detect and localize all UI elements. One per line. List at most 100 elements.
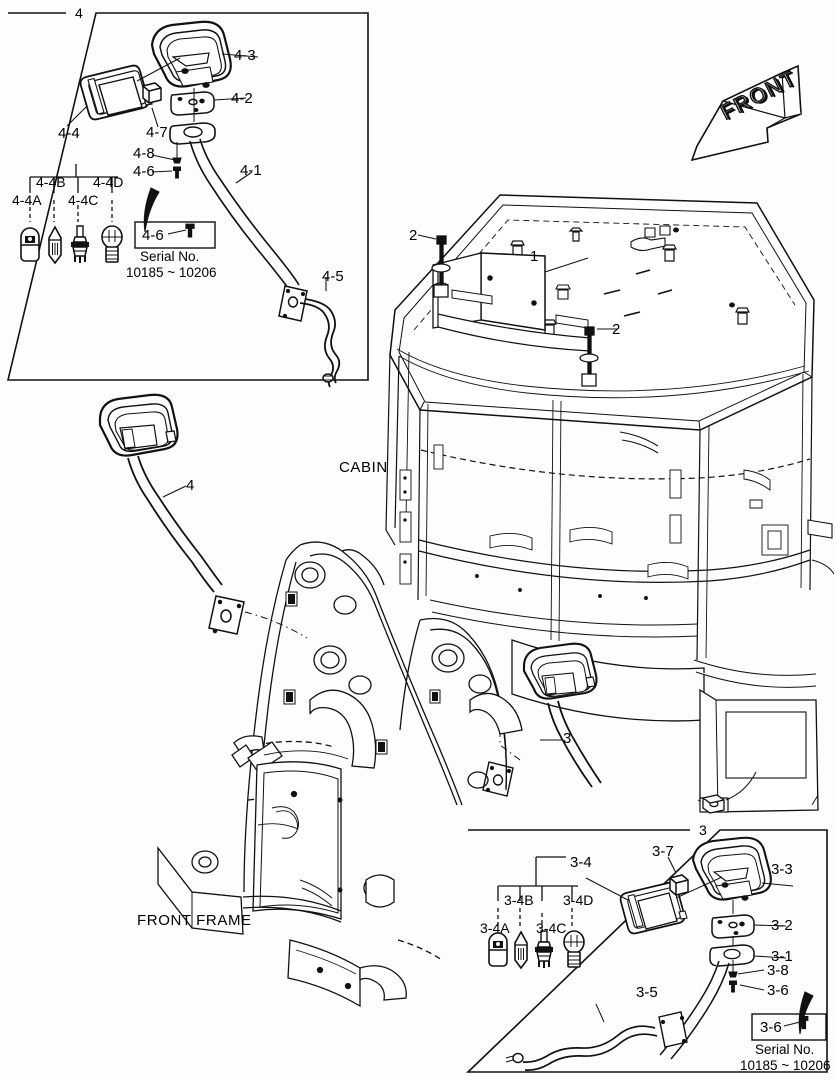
serial-title-4: Serial No. [140,249,200,264]
lamp-body-4-4 [79,64,153,121]
callout-3-5: 3-5 [636,984,658,1001]
gasket-plate-4-2 [170,91,215,116]
roof-bolt-2-top [431,235,451,298]
callout-3-6: 3-6 [767,982,789,999]
bulb-icon-3-4C [534,930,554,969]
mirror-head-4-3 [150,20,232,88]
mirror-assembly-4 [98,393,223,593]
front-frame [157,541,463,1008]
serial-box-3 [751,1013,827,1041]
harness-3-5 [505,1025,658,1071]
callout-4-3: 4-3 [234,47,256,64]
serial-title-3: Serial No. [755,1042,815,1057]
leader-3-2 [753,924,787,927]
serial-bolt-icon-4 [185,223,195,238]
callout-4-2: 4-2 [231,90,253,107]
mirror-head-3-3 [691,836,772,901]
callout-4-6: 4-6 [133,163,155,180]
serial-swoosh-3 [798,991,814,1035]
harness-4-5 [299,298,341,388]
bulb-label-4-4A: 4-4A [12,192,42,208]
callout-3-7: 3-7 [652,843,674,860]
bulb-icon-4-4D [101,225,123,263]
bulb-label-3-4A: 3-4A [480,920,510,936]
machine-callout-4: 4 [186,477,195,494]
arm-bracket-4-1 [278,285,308,322]
mirror-bracket-4-lower [208,595,245,635]
bulb-icon-3-4D [563,930,585,968]
panel-4-number: 4 [70,6,88,20]
machine-callout-2-bottom: 2 [612,321,621,338]
leader-4-6 [151,170,173,173]
serial-part-3: 3-6 [760,1019,782,1036]
leader-serial-bolt-3 [783,1021,801,1027]
washer-4-8 [172,157,182,164]
leader-3-1 [753,955,787,959]
cab-lower-body [511,519,835,813]
serial-swoosh-4 [143,187,160,233]
spacer-3-7 [669,874,689,896]
leader-4-1 [235,171,253,184]
bulb-icon-4-4A [20,227,40,262]
leader-3-8 [737,969,765,975]
boom-arm-right [399,617,523,791]
spacer-4-7 [142,82,162,104]
mount-dashline-4 [244,611,308,639]
leader-3-4 [585,877,629,901]
bulb-label-4-4B: 4-4B [36,174,66,190]
leader-lamp-to-head-3 [675,876,723,899]
bulb-tree-3 [497,856,578,928]
front-arrow-shape [690,64,802,162]
washer-3-8 [728,971,738,978]
assembly-axis-4 [176,88,195,160]
callout-4-1: 4-1 [240,162,262,179]
leader-4-7 [151,107,159,128]
callout-4-5: 4-5 [322,268,344,285]
panel-3-number: 3 [694,823,712,837]
callout-4-4: 4-4 [58,125,80,142]
leader-3-6 [739,984,765,991]
bulb-label-4-4C: 4-4C [68,192,99,208]
roof-bolt-2-bottom [579,326,599,387]
bulb-label-3-4D: 3-4D [563,892,594,908]
leader-2-top [417,234,437,240]
leader-3-3 [761,882,794,887]
gasket-plate-3-2 [711,914,755,939]
callout-3-4: 3-4 [570,854,592,871]
leader-3-5 [595,1003,605,1023]
machine-callout-2-top: 2 [409,227,418,244]
callout-4-7: 4-7 [146,124,168,141]
mirror-assembly-3 [522,642,602,788]
callout-3-3: 3-3 [771,861,793,878]
leader-serial-bolt-4 [167,229,187,235]
roof-rail [437,270,591,352]
leader-4-4 [66,106,87,127]
bulb-label-3-4B: 3-4B [504,892,534,908]
serial-range-4: 10185 ~ 10206 [126,265,217,280]
cab-panel-details [399,431,789,600]
leader-3-7 [667,856,677,874]
leader-item-3-box [725,771,757,801]
callout-3-8: 3-8 [767,962,789,979]
bulb-icon-3-4B [514,931,528,969]
leader-1 [544,257,589,273]
machine-callout-3: 3 [563,730,572,747]
bulb-label-4-4D: 4-4D [93,174,124,190]
serial-part-4: 4-6 [142,227,164,244]
callout-4-8: 4-8 [133,145,155,162]
bulb-tree-4 [29,164,118,222]
front-frame-label: FRONT FRAME [137,912,252,929]
spacer-icon-3 [702,794,725,814]
bulb-icon-3-4A [488,932,508,967]
leader-4-2 [213,97,247,101]
bulb-label-3-4C: 3-4C [536,920,567,936]
callout-3-2: 3-2 [771,917,793,934]
arm-bracket-3-1 [658,1011,688,1048]
cab-structure [385,351,813,661]
bolt-4-6 [173,166,181,179]
panel-3-frame [466,829,828,1073]
leader-lamp-to-head [136,57,181,82]
serial-box-4 [134,221,216,249]
leader-4-3 [221,53,259,58]
